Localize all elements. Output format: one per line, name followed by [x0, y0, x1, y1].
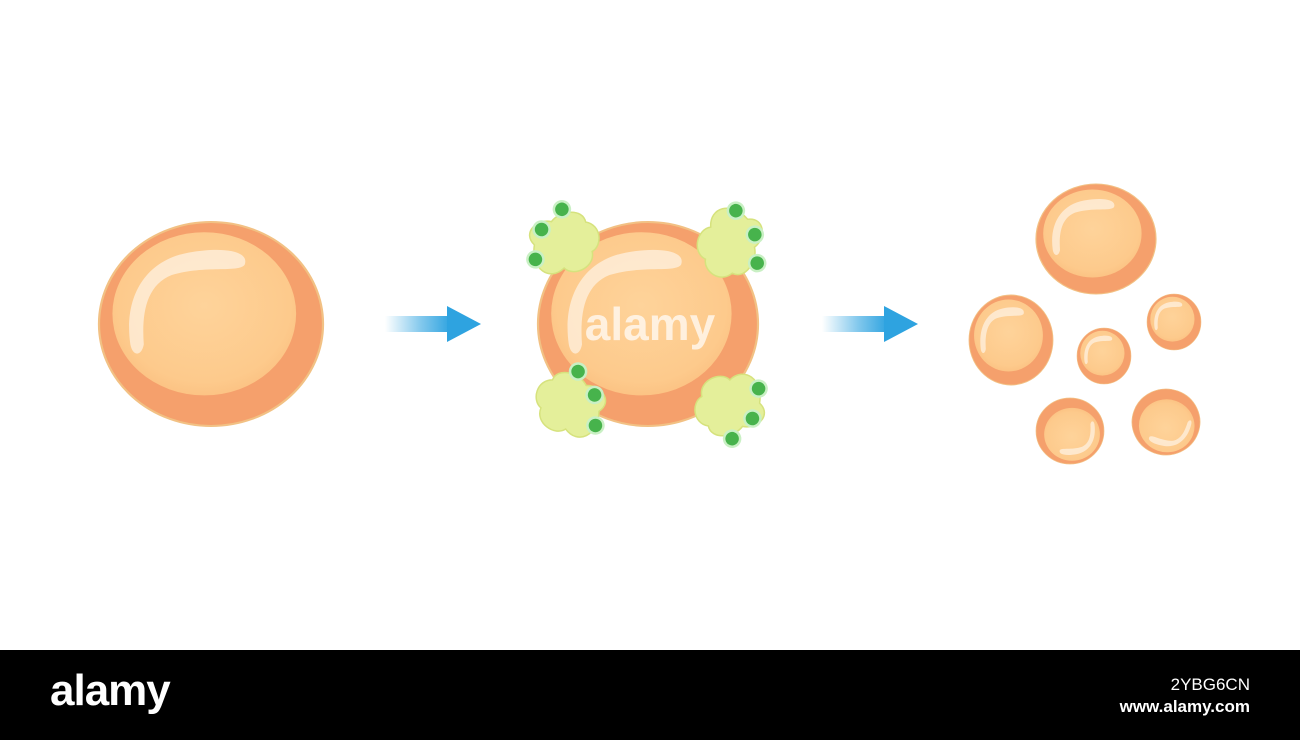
small-fat-cell [1035, 183, 1157, 295]
footer-logo[interactable]: alamy [50, 666, 171, 715]
small-fat-cell [1122, 379, 1210, 465]
fat-cell-with-enzymes: alamy [510, 191, 784, 457]
small-fat-cell [1076, 327, 1132, 385]
small-fat-cell [968, 294, 1054, 386]
fragmented-fat-cells [968, 183, 1210, 465]
watermark-center: alamy [585, 298, 716, 350]
small-fat-cell [1146, 293, 1202, 351]
fat-cell [97, 220, 325, 428]
arrow-right-icon [385, 306, 481, 342]
footer-bar: alamy 2YBG6CN www.alamy.com [0, 650, 1300, 740]
footer-url[interactable]: www.alamy.com [1119, 697, 1250, 716]
image-id: 2YBG6CN [1170, 675, 1250, 694]
diagram-canvas: alamy [97, 183, 1210, 465]
footer-image-info: 2YBG6CN www.alamy.com [1120, 674, 1250, 718]
small-fat-cell [1035, 397, 1105, 465]
arrow-right-icon [822, 306, 918, 342]
